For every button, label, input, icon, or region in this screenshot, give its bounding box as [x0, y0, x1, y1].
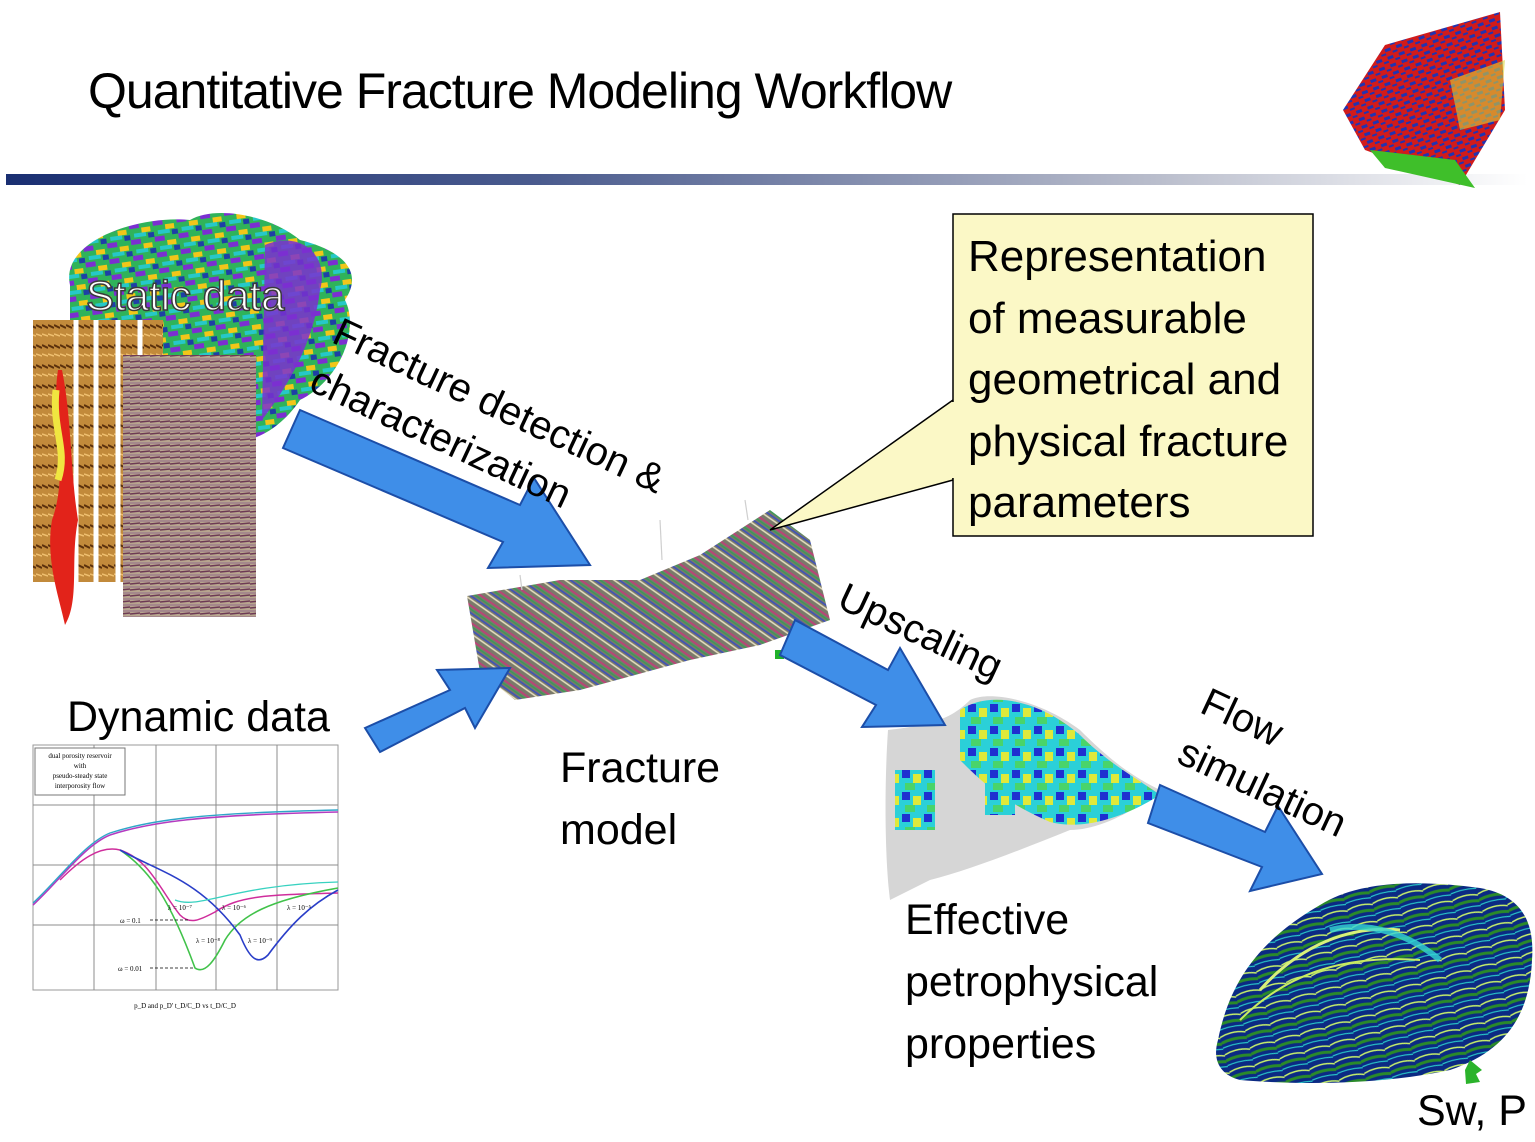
svg-text:ω = 0.1: ω = 0.1: [120, 917, 141, 925]
svg-text:dual porosity reservoir: dual porosity reservoir: [48, 752, 112, 760]
svg-text:λ = 10⁻⁵: λ = 10⁻⁵: [287, 904, 312, 912]
svg-text:pseudo-steady state: pseudo-steady state: [53, 772, 108, 780]
svg-text:interporosity flow: interporosity flow: [55, 782, 106, 790]
callout-text: Representation of measurable geometrical…: [968, 226, 1288, 534]
page-title: Quantitative Fracture Modeling Workflow: [88, 63, 952, 119]
svg-text:ω = 0.01: ω = 0.01: [118, 965, 143, 973]
svg-text:λ = 10⁻⁸: λ = 10⁻⁸: [196, 937, 221, 945]
effective-properties-line3: properties: [905, 1020, 1097, 1068]
svg-text:λ = 10⁻⁷: λ = 10⁻⁷: [168, 904, 193, 912]
static-data-image: [33, 212, 353, 625]
upscaled-model-image: [885, 696, 1160, 900]
callout-line: physical fracture: [968, 416, 1289, 466]
reservoir-logo-image: [1343, 12, 1505, 188]
svg-text:λ = 10⁻⁶: λ = 10⁻⁶: [222, 904, 247, 912]
title-divider: [6, 174, 1528, 185]
callout-line: parameters: [968, 478, 1191, 527]
fracture-model-label-line1: Fracture: [560, 744, 721, 792]
svg-text:λ = 10⁻⁹: λ = 10⁻⁹: [248, 937, 273, 945]
callout-line: geometrical and: [968, 355, 1282, 404]
arrow-flow: [1146, 783, 1324, 893]
arrow-upscaling: [778, 618, 947, 729]
fracture-model-label-line2: model: [560, 806, 678, 854]
callout-line: of measurable: [968, 293, 1247, 343]
effective-properties-line1: Effective: [905, 896, 1070, 944]
type-curve-chart: dual porosity reservoir with pseudo-stea…: [32, 744, 339, 1010]
callout-box: [769, 213, 1314, 537]
sw-p-label: Sw, P: [1417, 1087, 1527, 1135]
svg-text:p_D and p_D' t_D/C_D vs t_: p_D and p_D' t_D/C_D vs t_D/C_D: [134, 1002, 236, 1010]
dynamic-data-label: Dynamic data: [67, 693, 330, 741]
arrow-detection: [281, 408, 592, 570]
svg-text:with: with: [74, 762, 87, 770]
static-data-label: Static data: [85, 271, 285, 320]
arrow-dynamic: [363, 666, 512, 754]
flow-simulation-image: [1216, 883, 1533, 1084]
callout-line: Representation: [968, 232, 1267, 281]
effective-properties-line2: petrophysical: [905, 958, 1159, 1006]
